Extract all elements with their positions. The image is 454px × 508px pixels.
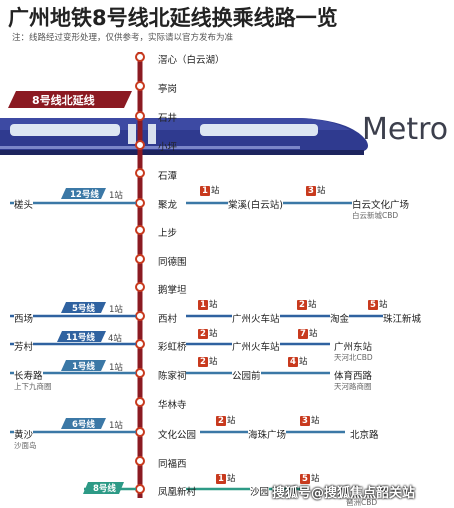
station-label: 西村 <box>158 314 178 325</box>
station-label: 彩虹桥 <box>158 342 187 353</box>
station-label: 石潭 <box>158 171 178 182</box>
station-dot <box>135 198 145 208</box>
station-dot <box>135 397 145 407</box>
station-label: 上步 <box>158 228 178 239</box>
transfer-origin-label: 黄沙 <box>14 427 34 441</box>
station-label: 华林寺 <box>158 400 187 411</box>
transfer-station: 白云文化广场 <box>352 197 410 211</box>
transfer-station: 棠溪(白云站) <box>228 197 283 211</box>
station-label: 亭岗 <box>158 84 178 95</box>
watermark: 搜狐号@搜狐焦点韶关站 <box>272 486 416 501</box>
district-label: 沙面岛 <box>14 441 37 450</box>
station-label: 鹅掌坦 <box>158 285 187 296</box>
transfer-station: 广州火车站 <box>232 339 280 353</box>
transfer-origin-label: 槎头 <box>14 197 34 211</box>
district-label: 白云新城CBD <box>352 211 399 220</box>
transfer-station: 珠江新城 <box>383 311 422 325</box>
line-badge-label: 5号线 <box>72 304 95 314</box>
station-label: 文化公园 <box>158 430 197 441</box>
line-badge-label: 12号线 <box>70 190 99 200</box>
district-label: 天河路商圈 <box>334 382 372 391</box>
district-label: 上下九商圈 <box>14 382 52 391</box>
district-label: 天河北CBD <box>334 353 373 362</box>
stop-count: 1站 <box>109 421 123 431</box>
transfer-station: 体育西路 <box>334 368 373 382</box>
transfer-station: 沙园 <box>250 484 270 498</box>
transfer-origin-label: 长寿路 <box>14 368 43 382</box>
line-badges <box>57 188 124 494</box>
line-badge-label: 8号线 <box>93 484 116 494</box>
station-label: 同德围 <box>158 257 187 268</box>
station-dot <box>135 427 145 437</box>
line-badge-label: 6号线 <box>72 420 95 430</box>
district-label: 琶洲CBD <box>346 498 378 507</box>
train-illustration <box>0 118 368 155</box>
line-badge-label: 1号线 <box>72 362 95 372</box>
transfer-origin-label: 芳村 <box>14 339 34 353</box>
stop-count: 4站 <box>108 334 122 344</box>
station-label: 聚龙 <box>158 200 178 211</box>
station-label: 石井 <box>158 113 178 124</box>
transfer-station: 北京路 <box>350 427 379 441</box>
station-dot <box>135 52 145 62</box>
transfer-station: 广州东站 <box>334 339 373 353</box>
station-dot <box>135 111 145 121</box>
station-label: 陈家祠 <box>158 371 187 382</box>
station-label: 同福西 <box>158 459 187 470</box>
station-dot <box>135 339 145 349</box>
transfer-origin-label: 西场 <box>14 311 34 325</box>
stop-count: 1站 <box>109 305 123 315</box>
station-dot <box>135 254 145 264</box>
stop-count: 1站 <box>109 191 123 201</box>
station-dot <box>135 368 145 378</box>
station-dot <box>135 484 145 494</box>
station-dot <box>135 225 145 235</box>
station-dot <box>135 456 145 466</box>
transfer-station: 淘金 <box>330 311 350 325</box>
disclaimer-note: 注：线路经过变形处理，仅供参考，实际请以官方发布为准 <box>12 33 234 43</box>
line-badge-label: 11号线 <box>66 333 95 343</box>
station-dot <box>135 311 145 321</box>
transfer-station: 公园前 <box>232 368 261 382</box>
line-banner-label: 8号线北延线 <box>32 94 95 107</box>
station-dot <box>135 168 145 178</box>
station-label: 滘心（白云湖） <box>158 55 225 66</box>
transfer-station: 广州火车站 <box>232 311 280 325</box>
station-label: 凤凰新村 <box>158 487 197 498</box>
station-dot <box>135 282 145 292</box>
stop-count: 1站 <box>109 363 123 373</box>
line-banner-shape <box>8 91 132 108</box>
station-dot <box>135 140 145 150</box>
page-title: 广州地铁8号线北延线换乘线路一览 <box>8 6 338 30</box>
metro-logo: Metro <box>362 112 449 147</box>
station-label: 小坪 <box>158 142 178 153</box>
station-dot <box>135 81 145 91</box>
transfer-station: 海珠广场 <box>248 427 287 441</box>
